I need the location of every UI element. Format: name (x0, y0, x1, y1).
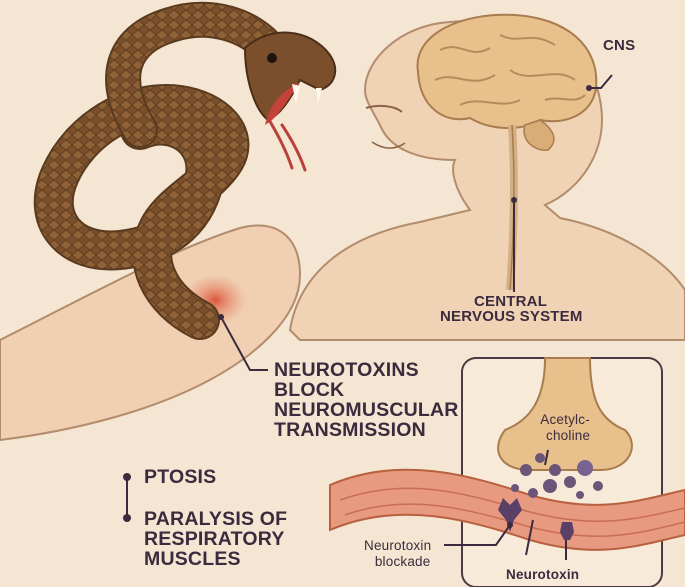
label-neurotoxins-block: NEUROTOXINS BLOCK NEUROMUSCULAR TRANSMIS… (274, 361, 459, 441)
label-central-nervous-system: CENTRAL NERVOUS SYSTEM (440, 294, 583, 325)
label-paralysis: PARALYSIS OF RESPIRATORY MUSCLES (144, 510, 287, 570)
synapse-inset (462, 358, 662, 587)
label-neurotoxin-blockade: Neurotoxin blockade (364, 538, 431, 569)
label-neurotoxin: Neurotoxin (506, 568, 579, 582)
label-cns: CNS (603, 38, 635, 53)
label-ptosis: PTOSIS (144, 468, 216, 488)
label-acetylcholine: Acetylc- choline (540, 412, 590, 443)
